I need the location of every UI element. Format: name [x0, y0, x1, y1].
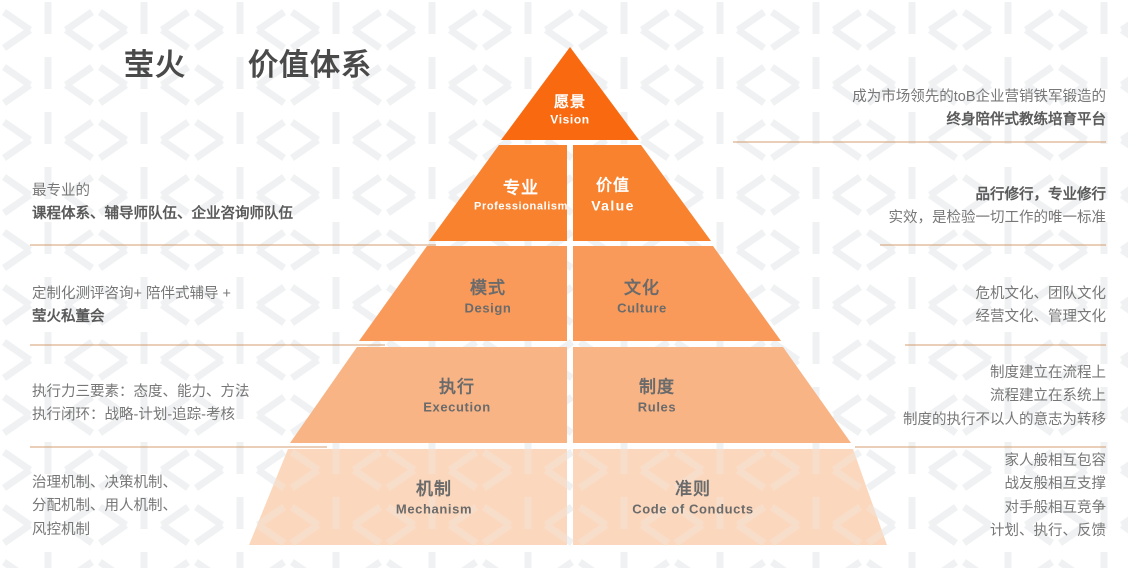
pyramid-cell-design[interactable] — [359, 246, 567, 341]
note-value-right: 品行修行，专业修行 实效，是检验一切工作的唯一标准 — [889, 184, 1107, 231]
note-line: 最专业的 — [32, 183, 90, 199]
pyramid-cell-vision[interactable] — [501, 47, 639, 140]
note-line: 分配机制、用人机制、 — [32, 498, 177, 515]
note-line: 家人般相互包容 — [1004, 453, 1107, 469]
note-execution-left: 执行力三要素：态度、能力、方法 执行闭环：战略-计划-追踪-考核 — [32, 381, 250, 428]
pyramid-tier-professionalism-value[interactable] — [429, 145, 711, 241]
pyramid-cell-culture[interactable] — [573, 246, 781, 341]
note-line: 计划、执行、反馈 — [990, 523, 1106, 540]
note-line: 对手般相互竞争 — [1004, 499, 1107, 516]
note-conducts-right: 家人般相互包容 战友般相互支撑 对手般相互竞争 计划、执行、反馈 — [990, 450, 1106, 544]
page-title: 莹火 价值体系 — [124, 40, 372, 84]
note-culture-right: 危机文化、团队文化 经营文化、管理文化 — [976, 283, 1107, 330]
pyramid-tier-vision[interactable] — [501, 47, 639, 140]
pyramid-tier-mechanism-conducts[interactable] — [249, 449, 889, 545]
note-line: 战友般相互支撑 — [1004, 476, 1107, 493]
note-rules-right: 制度建立在流程上 流程建立在系统上 制度的执行不以人的意志为转移 — [903, 362, 1106, 432]
note-professionalism-left: 最专业的 课程体系、辅导师队伍、企业咨询师队伍 — [32, 180, 293, 227]
note-line: 风控机制 — [32, 521, 90, 538]
note-line: 实效，是检验一切工作的唯一标准 — [888, 210, 1107, 227]
note-line: 制度的执行不以人的意志为转移 — [903, 411, 1106, 428]
pyramid-cell-execution[interactable] — [290, 347, 567, 443]
note-line: 执行力三要素：态度、能力、方法 — [32, 384, 250, 400]
note-line: 定制化测评咨询+ 陪伴式辅导 + — [32, 286, 231, 302]
note-mechanism-left: 治理机制、决策机制、 分配机制、用人机制、 风控机制 — [32, 472, 177, 542]
note-line: 成为市场领先的toB企业营销铁军锻造的 — [852, 89, 1106, 105]
note-vision-right: 成为市场领先的toB企业营销铁军锻造的 终身陪伴式教练培育平台 — [852, 86, 1106, 133]
note-line: 莹火私董会 — [32, 309, 105, 326]
pyramid-cell-rules[interactable] — [573, 347, 851, 443]
note-line: 终身陪伴式教练培育平台 — [946, 112, 1107, 129]
note-line: 治理机制、决策机制、 — [32, 475, 177, 491]
title-text: 价值体系 — [248, 49, 372, 82]
note-line: 经营文化、管理文化 — [975, 309, 1107, 326]
brand-name: 莹火 — [124, 49, 186, 82]
note-design-left: 定制化测评咨询+ 陪伴式辅导 + 莹火私董会 — [32, 283, 231, 330]
note-line: 执行闭环：战略-计划-追踪-考核 — [32, 407, 235, 424]
note-line: 流程建立在系统上 — [990, 388, 1106, 405]
note-line: 课程体系、辅导师队伍、企业咨询师队伍 — [32, 206, 293, 223]
note-line: 制度建立在流程上 — [990, 365, 1106, 381]
note-line: 品行修行，专业修行 — [975, 187, 1107, 203]
pyramid-tier-design-culture[interactable] — [359, 246, 781, 341]
note-line: 危机文化、团队文化 — [975, 286, 1107, 302]
pyramid-cell-professionalism[interactable] — [429, 145, 567, 241]
pyramid-tier-execution-rules[interactable] — [290, 347, 851, 443]
pyramid-cell-value[interactable] — [573, 145, 711, 241]
